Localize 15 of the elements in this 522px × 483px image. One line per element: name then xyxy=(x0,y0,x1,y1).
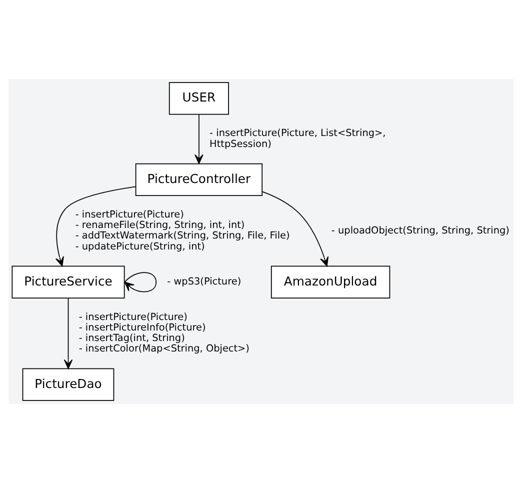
arrow xyxy=(55,186,136,266)
arrow xyxy=(64,298,73,370)
arrow xyxy=(194,114,204,164)
arrow xyxy=(124,272,157,292)
arrow xyxy=(262,191,329,267)
edge-label: - insertPicture(Picture) - insertPictureInfo(Picture) - insertTag(int, String) - insertColor(Map<String, Object>) xyxy=(78,312,250,355)
node-box: USER xyxy=(168,82,229,115)
edge-label: - uploadObject(String, String, String) xyxy=(331,225,510,236)
node-box: PictureDao xyxy=(22,368,114,401)
edge-label: - wpS3(Picture) xyxy=(167,276,242,288)
edge-label: - insertPicture(Picture, List<String>, HttpSession) xyxy=(210,128,386,150)
node-box: AmazonUpload xyxy=(270,266,390,298)
node-box: PictureService xyxy=(12,266,125,298)
node-box: PictureController xyxy=(135,163,263,196)
edge-label: - insertPicture(Picture) - renameFile(String, String, int, int) - addTextWatermark(String, String, File, File) - updatePicture(String, int) xyxy=(75,209,290,252)
